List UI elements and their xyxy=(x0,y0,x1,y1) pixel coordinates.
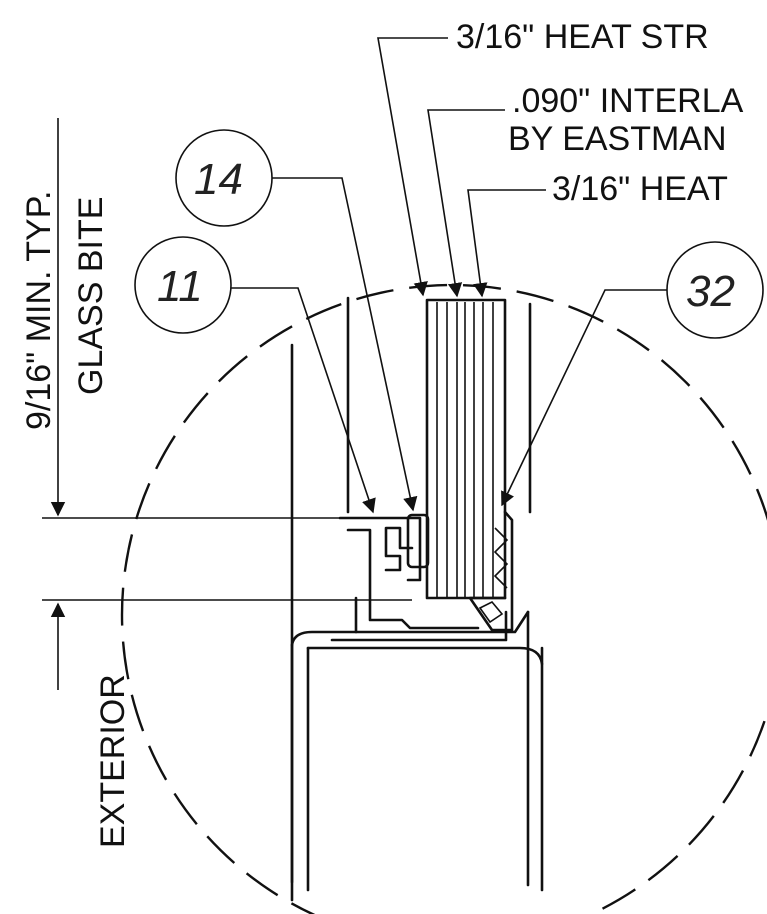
bubble-14: 14 xyxy=(175,129,418,512)
bubble-11: 11 xyxy=(134,236,376,514)
callout-outer-glass: 3/16" HEAT STR xyxy=(456,18,709,56)
callout-interlayer-2: BY EASTMAN xyxy=(508,120,727,158)
laminated-glass xyxy=(425,298,507,600)
detail-circle xyxy=(120,283,767,914)
svg-text:14: 14 xyxy=(194,155,243,204)
callout-interlayer-1: .090" INTERLA xyxy=(512,82,744,120)
exterior-label: EXTERIOR xyxy=(94,674,132,848)
callout-inner-glass: 3/16" HEAT xyxy=(552,170,728,208)
sealant-joint xyxy=(468,510,514,632)
mullion-profile xyxy=(290,296,544,902)
glazing-clip xyxy=(338,513,480,634)
dimension-text-2: GLASS BITE xyxy=(72,197,110,395)
svg-text:32: 32 xyxy=(686,267,735,316)
bubble-32: 32 xyxy=(501,241,764,507)
dimension-text-1: 9/16" MIN. TYP. xyxy=(20,191,58,430)
dimension-lines xyxy=(42,118,412,690)
callout-leaders xyxy=(377,37,546,298)
svg-text:11: 11 xyxy=(157,262,203,311)
